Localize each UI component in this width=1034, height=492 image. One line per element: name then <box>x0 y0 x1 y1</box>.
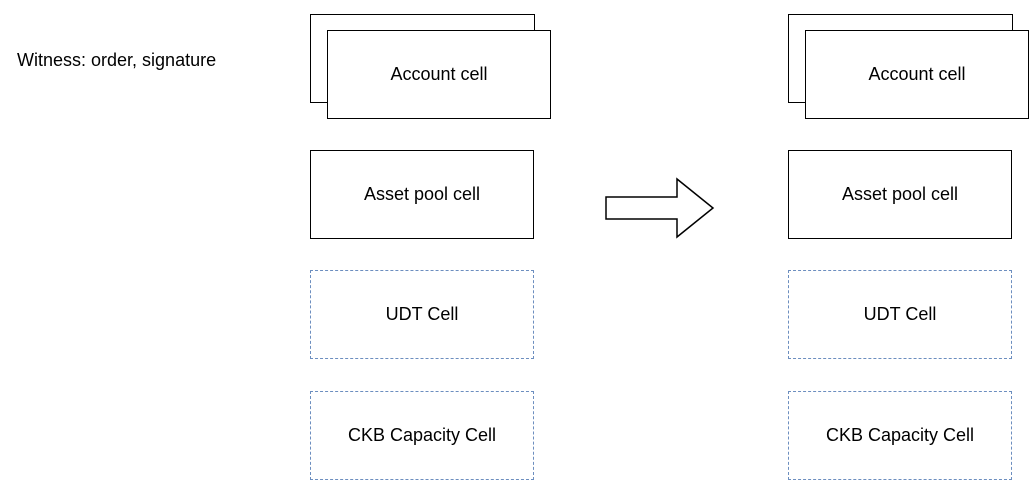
left-account-cell: Account cell <box>327 30 551 119</box>
witness-label: Witness: order, signature <box>17 50 217 70</box>
right-udt-cell: UDT Cell <box>788 270 1012 359</box>
right-udt-cell-label: UDT Cell <box>863 304 937 324</box>
right-account-cell: Account cell <box>805 30 1029 119</box>
left-asset-pool-cell-label: Asset pool cell <box>363 184 481 204</box>
left-udt-cell-label: UDT Cell <box>385 304 459 324</box>
left-account-cell-label: Account cell <box>390 64 488 84</box>
left-udt-cell: UDT Cell <box>310 270 534 359</box>
right-asset-pool-cell-label: Asset pool cell <box>841 184 959 204</box>
left-asset-pool-cell: Asset pool cell <box>310 150 534 239</box>
right-ckb-capacity-cell-label: CKB Capacity Cell <box>825 425 975 445</box>
transition-arrow-icon <box>605 177 715 239</box>
left-ckb-capacity-cell: CKB Capacity Cell <box>310 391 534 480</box>
right-asset-pool-cell: Asset pool cell <box>788 150 1012 239</box>
right-ckb-capacity-cell: CKB Capacity Cell <box>788 391 1012 480</box>
left-ckb-capacity-cell-label: CKB Capacity Cell <box>347 425 497 445</box>
right-account-cell-label: Account cell <box>868 64 966 84</box>
